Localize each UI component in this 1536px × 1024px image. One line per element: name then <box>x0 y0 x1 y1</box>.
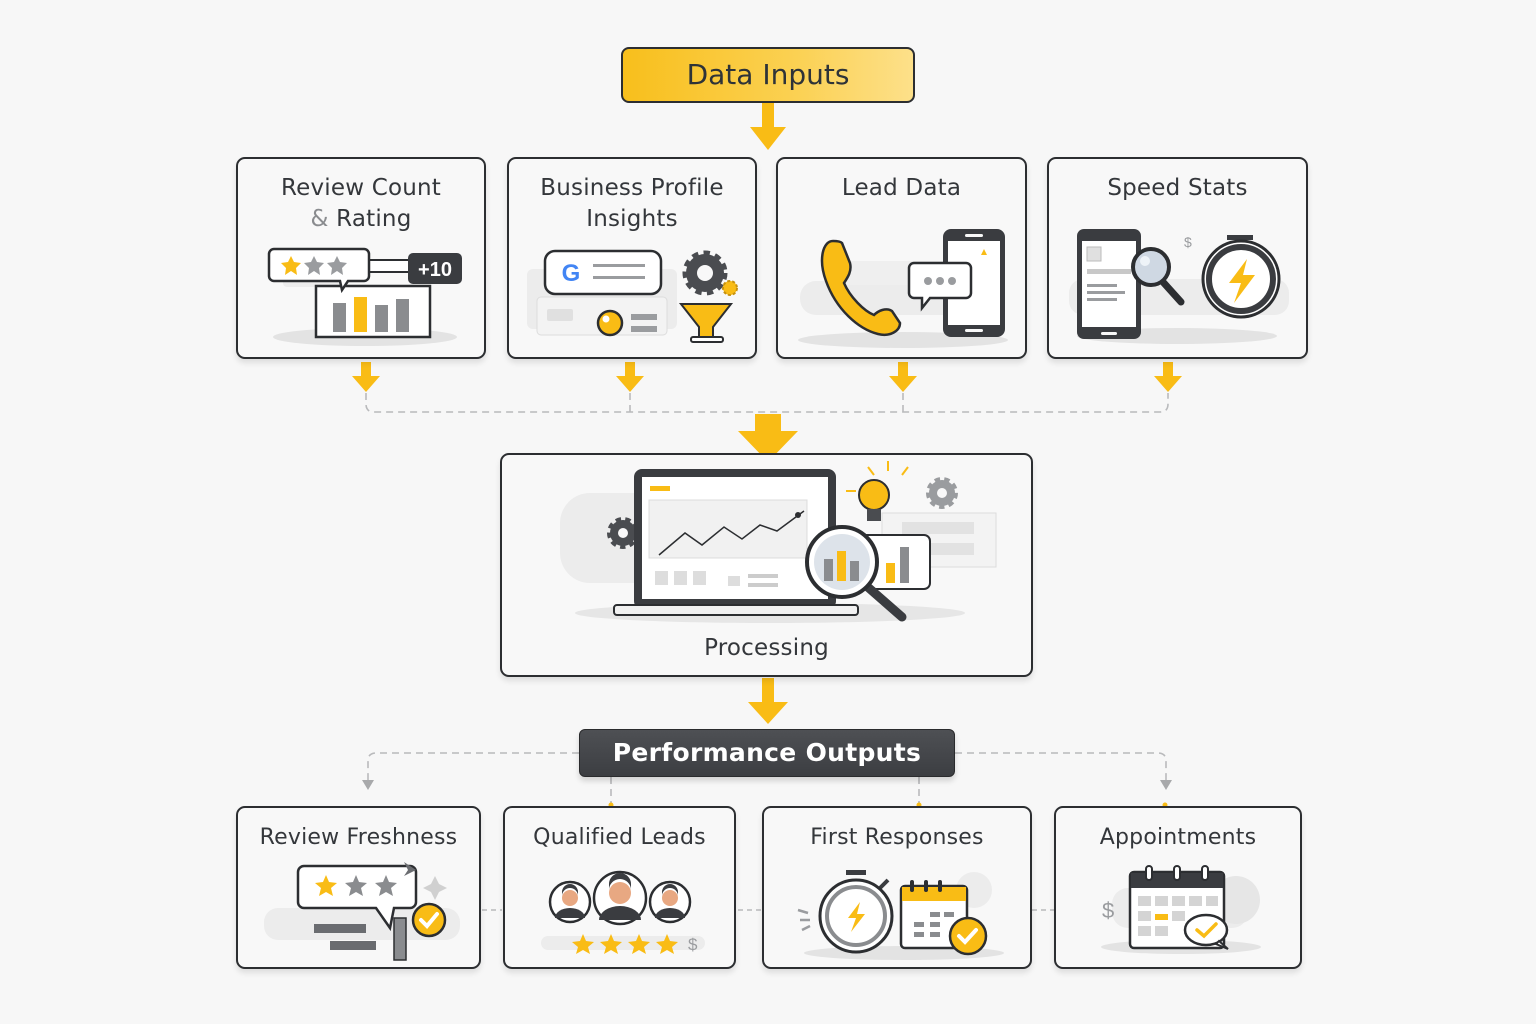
dollar-sign: $ <box>1184 234 1192 250</box>
star-filled <box>281 256 301 275</box>
input-card-lead-data: Lead Data <box>776 157 1027 359</box>
dollar-sign: $ <box>1102 898 1114 923</box>
google-g-logo: G <box>562 260 581 287</box>
calendar-icon <box>1128 865 1226 950</box>
star-filled <box>315 875 337 896</box>
lightbulb-icon <box>846 461 909 521</box>
output-card-appointments: Appointments $ <box>1054 806 1302 969</box>
badge-plus-10: +10 <box>418 259 452 281</box>
card-title: First Responses <box>810 825 984 850</box>
outputs-dashed-line <box>367 752 1167 805</box>
telephone-handset-icon <box>820 239 902 336</box>
card-title: Business Profile Insights <box>540 175 724 232</box>
output-card-qualified-leads: Qualified Leads $ <box>503 806 736 969</box>
star-empty <box>304 256 324 275</box>
card-title: Appointments <box>1099 825 1257 850</box>
funnel-icon <box>678 303 734 343</box>
check-badge-icon <box>411 902 447 938</box>
star-empty <box>327 256 347 275</box>
people-stars-icon: $ <box>541 870 705 954</box>
arrow-to-outputs <box>748 678 788 724</box>
card-title: Review Freshness <box>259 825 458 850</box>
card-title: Qualified Leads <box>533 825 706 850</box>
card-title: Review Count & Rating <box>280 175 442 232</box>
input-card-business-profile-insights: Business Profile Insights G <box>507 157 757 359</box>
star-rating <box>572 934 678 954</box>
output-card-review-freshness: Review Freshness <box>236 806 481 969</box>
processing-card: Processing <box>500 453 1033 677</box>
merge-dashed-line <box>365 393 1169 413</box>
google-profile-gear-funnel-icon: G <box>527 249 738 343</box>
star-empty <box>345 875 367 896</box>
stopwatch-icon <box>818 870 894 954</box>
dollar-sign: $ <box>688 935 698 954</box>
gear-icon <box>926 477 958 509</box>
input-card-speed-stats: Speed Stats $ <box>1047 157 1308 359</box>
arrow-to-processing <box>738 414 798 462</box>
tablet-magnifier-stopwatch-icon: $ <box>1069 229 1289 344</box>
person-avatar-icon <box>648 880 692 924</box>
review-bubble-check-icon <box>264 862 460 961</box>
magnifier-icon <box>1131 247 1185 306</box>
data-inputs-header: Data Inputs <box>621 47 915 103</box>
stopwatch-icon <box>1201 235 1281 319</box>
trend-line <box>658 510 805 556</box>
calendar-check-icon: $ <box>1101 865 1261 954</box>
card-title: Lead Data <box>841 175 962 201</box>
stopwatch-calendar-check-icon <box>797 870 1004 960</box>
gear-icon <box>607 517 639 549</box>
performance-outputs-header: Performance Outputs <box>579 729 955 777</box>
person-avatar-icon <box>548 880 592 924</box>
star-empty <box>375 875 397 896</box>
review-rating-chart-icon: +10 <box>267 247 462 346</box>
arrow-header-to-inputs <box>750 103 786 150</box>
processing-title: Processing <box>704 635 829 661</box>
output-card-first-responses: First Responses <box>762 806 1032 969</box>
card-title: Speed Stats <box>1107 175 1248 201</box>
check-bubble-icon <box>1183 913 1229 950</box>
gear-icon <box>682 250 738 296</box>
input-card-review-count-rating: Review Count & Rating +10 <box>236 157 486 359</box>
magnifier-icon <box>805 525 907 622</box>
phone-chat-mobile-icon <box>798 229 1008 348</box>
input-arrows <box>352 362 1182 392</box>
chat-bubble-icon <box>907 261 973 312</box>
person-avatar-icon <box>592 870 648 926</box>
laptop-analytics-magnifier-icon <box>560 461 997 623</box>
